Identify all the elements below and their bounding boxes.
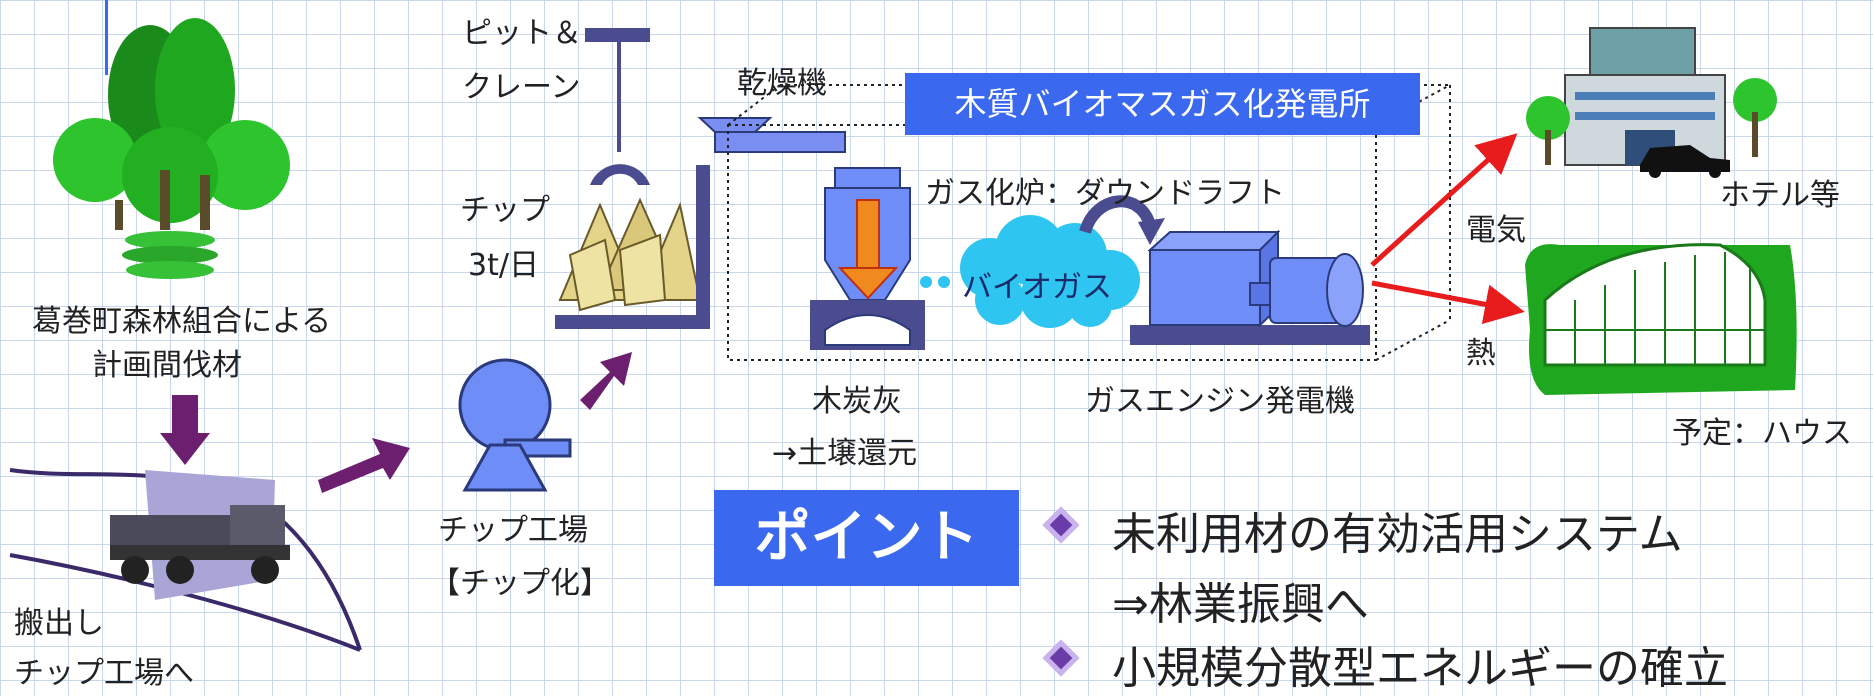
chip-pile-icon <box>555 165 710 329</box>
heat-label: 熱 <box>1466 336 1496 371</box>
greenhouse-label: 予定：ハウス <box>1672 416 1852 451</box>
transport-label-line1: 搬出し <box>14 606 104 641</box>
gas-engine-generator-icon <box>1130 229 1370 345</box>
electricity-label: 電気 <box>1466 213 1526 248</box>
dryer-icon <box>697 117 846 153</box>
point-heading: ポイント <box>714 490 1019 586</box>
engine-label: ガスエンジン発電機 <box>1085 384 1355 419</box>
forest-label-line1: 葛巻町森林組合による <box>32 304 332 339</box>
point-1-line2: ⇒林業振興へ <box>1112 579 1369 630</box>
chip-factory-icon <box>458 358 572 492</box>
pit-crane-label-line2: クレーン <box>462 70 581 105</box>
forest-icon <box>53 18 290 279</box>
chip-factory-label-line2: 【チップ化】 <box>430 566 610 601</box>
hotel-label: ホテル等 <box>1720 178 1840 213</box>
pit-crane-label-line1: ピット＆ <box>462 16 582 51</box>
truck-icon <box>9 468 362 652</box>
dryer-label: 乾燥機 <box>737 66 827 101</box>
gas-flow-arrow <box>1079 195 1156 235</box>
flow-arrows-purple <box>160 352 632 493</box>
greenhouse-icon <box>1525 243 1797 395</box>
plant-title: 木質バイオマスガス化発電所 <box>905 73 1420 135</box>
biogas-label: バイオガス <box>962 270 1112 305</box>
crane-icon <box>585 28 650 185</box>
forest-label-line2: 計画間伐材 <box>92 348 242 383</box>
heat-arrow <box>1371 280 1525 325</box>
transport-label-line2: チップ工場へ <box>14 656 194 691</box>
electricity-arrow <box>1370 133 1518 267</box>
chip-label-line1: チップ <box>460 193 550 228</box>
charcoal-label-line2: →土壌還元 <box>772 436 918 471</box>
point-2-line1: 小規模分散型エネルギーの確立 <box>1112 643 1728 694</box>
charcoal-label-line1: 木炭灰 <box>812 384 902 419</box>
gasifier-label: ガス化炉：ダウンドラフト <box>925 176 1285 211</box>
hotel-building-icon <box>1526 27 1777 178</box>
point-1-line1: 未利用材の有効活用システム <box>1112 509 1683 560</box>
chip-factory-label-line1: チップ工場 <box>438 513 588 548</box>
accent-line <box>105 0 108 75</box>
chip-amount-label: 3t/日 <box>468 248 539 283</box>
biogas-cloud-icon <box>960 215 1140 328</box>
gasifier-icon <box>810 167 950 350</box>
